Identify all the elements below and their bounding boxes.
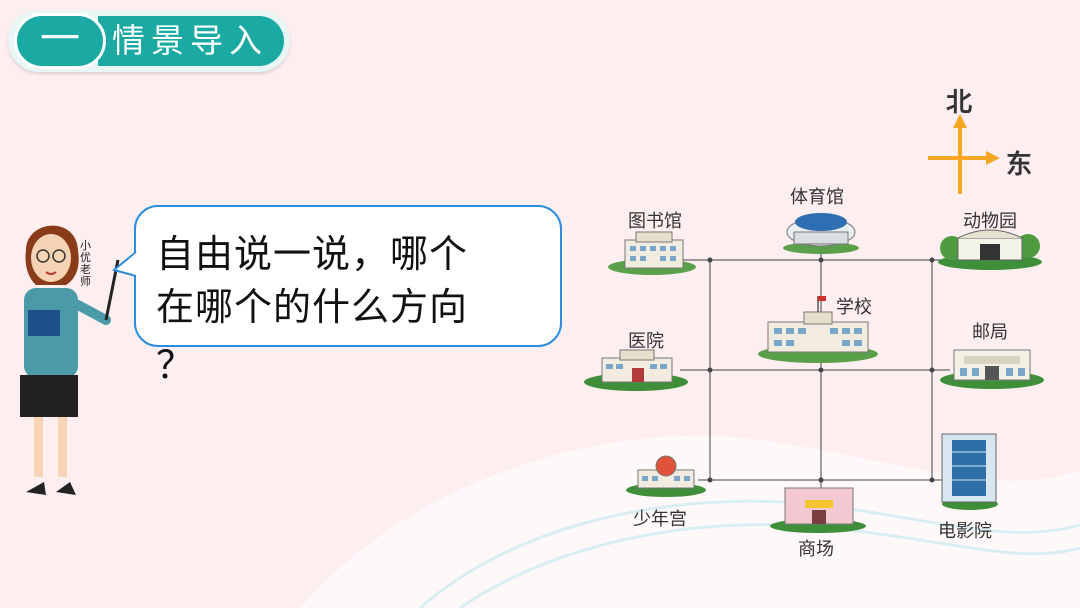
post-office-building-icon (940, 349, 1044, 389)
place-label-mall: 商场 (798, 539, 834, 560)
speech-bubble (134, 205, 562, 347)
map-roads (680, 250, 950, 495)
section-number: 一 (40, 16, 80, 62)
question-mark: ？ (156, 343, 195, 387)
speech-bubble-tail (112, 251, 138, 277)
place-label-hospital: 医院 (628, 331, 664, 352)
library-building-icon (608, 231, 696, 275)
stadium-building-icon (783, 213, 859, 254)
question-text: 自由说一说，哪个 在哪个的什么方向 (156, 228, 556, 334)
section-title: 情景导入 (112, 21, 268, 60)
place-label-youth-palace: 少年宫 (633, 509, 687, 530)
cinema-building-icon (941, 433, 998, 510)
section-title-bar (98, 16, 284, 66)
question-line-2: 在哪个的什么方向 (156, 285, 469, 329)
hospital-building-icon (584, 349, 688, 391)
place-label-cinema: 电影院 (938, 521, 992, 542)
question-line-1: 自由说一说，哪个 (156, 232, 469, 276)
teacher-name-label: 小优老师 (80, 239, 91, 288)
compass-east-label: 东 (1006, 150, 1033, 180)
youth-palace-building-icon (626, 455, 706, 497)
place-label-stadium: 体育馆 (790, 187, 844, 208)
section-number-badge (14, 13, 106, 69)
school-building-icon (758, 296, 878, 363)
place-label-school: 学校 (836, 297, 872, 318)
compass-icon (928, 114, 1000, 194)
compass-north-label: 北 (946, 88, 973, 118)
map-road-nodes (707, 257, 935, 483)
zoo-building-icon (938, 229, 1042, 270)
place-label-library: 图书馆 (628, 211, 682, 232)
place-label-post-office: 邮局 (972, 322, 1008, 343)
section-header: 一 情景导入 (8, 10, 290, 72)
mall-building-icon (770, 487, 866, 533)
place-label-zoo: 动物园 (963, 211, 1017, 232)
location-map (584, 213, 1044, 533)
